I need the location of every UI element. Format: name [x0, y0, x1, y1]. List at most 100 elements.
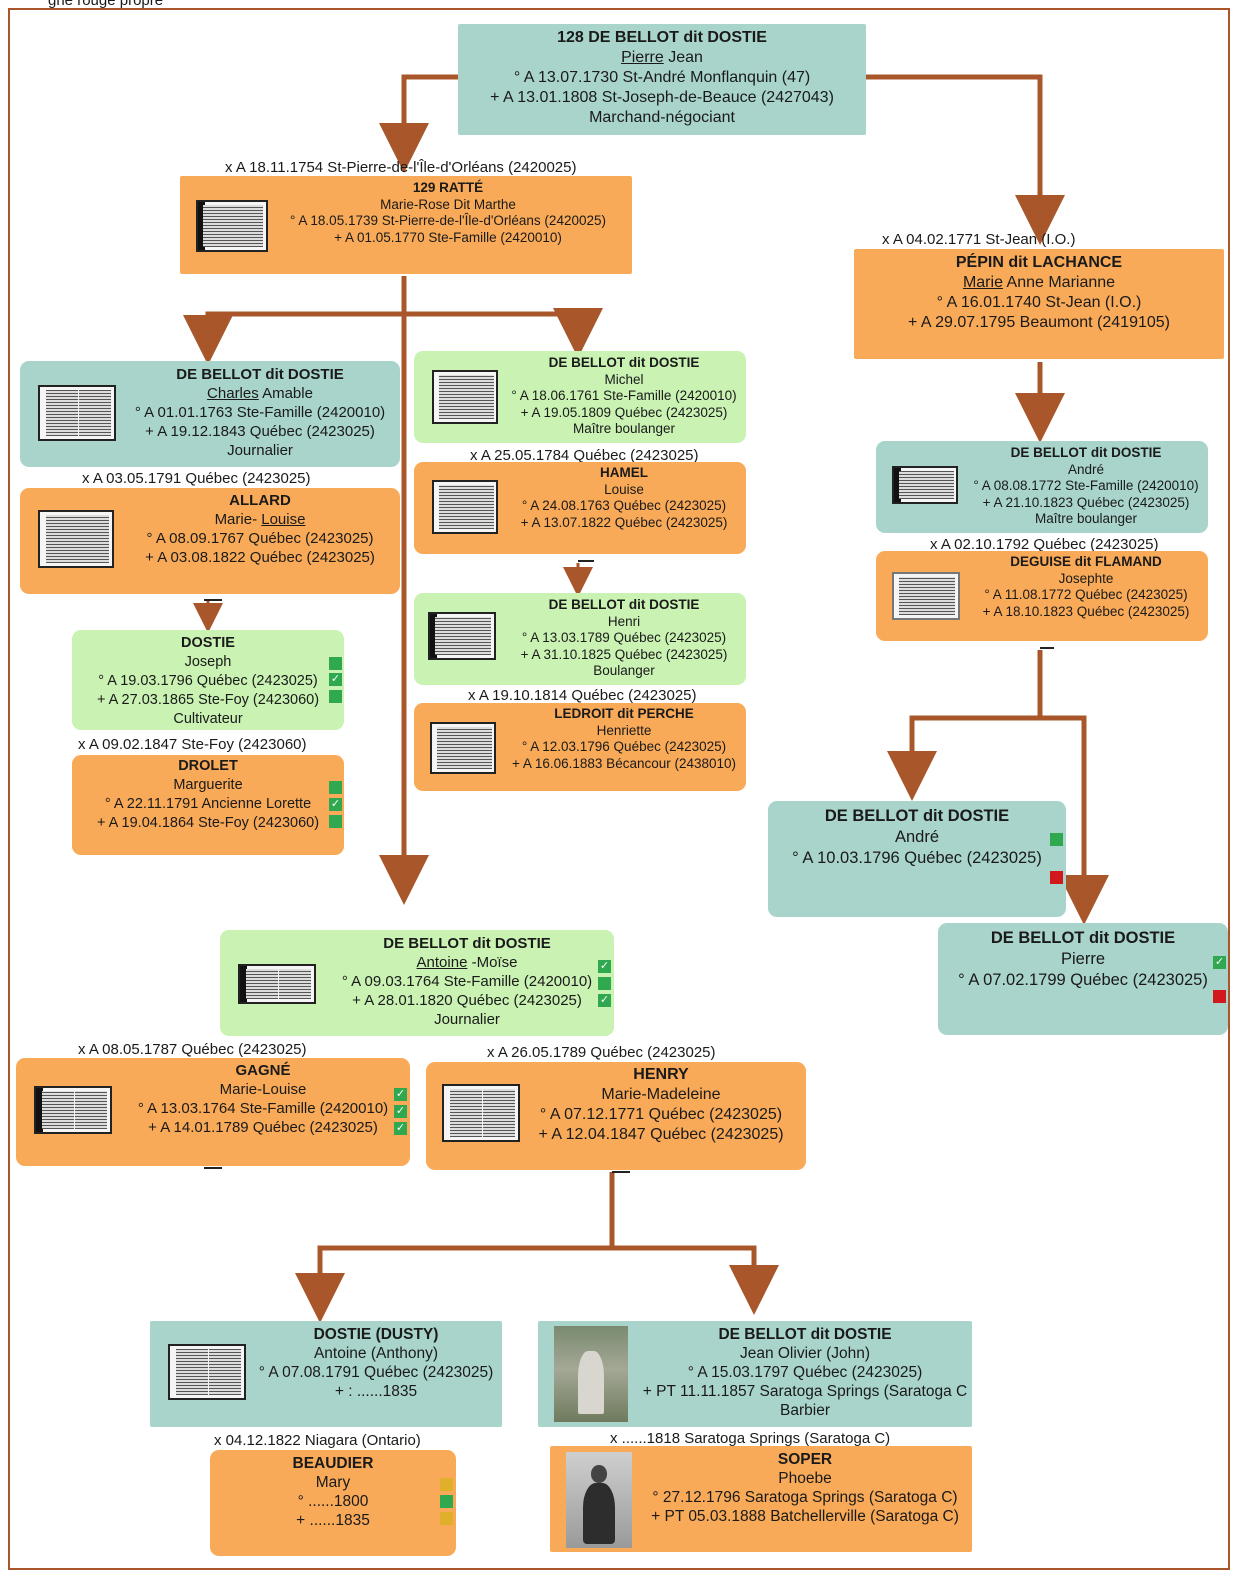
birth-line: ° A 13.03.1764 Ste-Famille (2420010) [137, 1100, 389, 1117]
marriage-label: x A 09.02.1847 Ste-Foy (2423060) [78, 736, 307, 753]
given-name: Anne Marianne [1002, 274, 1116, 291]
scanned-document-icon[interactable] [196, 200, 268, 252]
given-name: -Moïse [467, 954, 518, 971]
status-marker[interactable] [440, 1512, 453, 1525]
birth-line: ° A 08.08.1772 Ste-Famille (2420010) [973, 478, 1199, 493]
person-name: BEAUDIER [292, 1455, 374, 1472]
death-line: + A 28.01.1820 Québec (2423025) [352, 992, 582, 1009]
portrait-photo[interactable] [566, 1452, 632, 1548]
scanned-document-icon[interactable] [168, 1344, 246, 1400]
person-card-pierre-1799[interactable]: DE BELLOT dit DOSTIE Pierre ° A 07.02.17… [938, 923, 1228, 1035]
scanned-document-icon[interactable] [432, 480, 498, 534]
occupation: Maître boulanger [572, 421, 676, 436]
person-name: ALLARD [229, 492, 291, 509]
scanned-document-icon[interactable] [430, 722, 496, 774]
person-card-henry[interactable]: HENRY Marie-Madeleine ° A 07.12.1771 Qué… [426, 1062, 806, 1170]
person-name: DE BELLOT dit DOSTIE [1010, 445, 1162, 460]
person-card-pierre-128[interactable]: 128 DE BELLOT dit DOSTIE Pierre Jean ° A… [458, 24, 866, 135]
scanned-document-icon[interactable] [432, 370, 498, 424]
birth-line: ° A 12.03.1796 Québec (2423025) [521, 739, 727, 754]
death-line: + PT 11.11.1857 Saratoga Springs (Sarato… [642, 1383, 968, 1400]
check-icon[interactable]: ✓ [329, 673, 342, 686]
person-card-charles[interactable]: DE BELLOT dit DOSTIE Charles Amable ° A … [20, 361, 400, 467]
check-icon[interactable]: ✓ [598, 994, 611, 1007]
death-line: + ......1835 [296, 1512, 370, 1529]
person-card-andre-1772[interactable]: DE BELLOT dit DOSTIE André ° A 08.08.177… [876, 441, 1208, 533]
birth-line: ° A 11.08.1772 Québec (2423025) [984, 587, 1188, 602]
scanned-document-icon[interactable] [34, 1086, 112, 1134]
connector [379, 74, 458, 173]
check-icon[interactable]: ✓ [394, 1088, 407, 1101]
person-card-gagne[interactable]: GAGNÉ Marie-Louise ° A 13.03.1764 Ste-Fa… [16, 1058, 410, 1166]
marriage-label: x A 02.10.1792 Québec (2423025) [930, 536, 1159, 553]
status-marker[interactable] [329, 690, 342, 703]
marriage-label: x A 03.05.1791 Québec (2423025) [82, 470, 311, 487]
scanned-document-icon[interactable] [38, 510, 114, 568]
scanned-document-icon[interactable] [442, 1084, 520, 1142]
person-name: DROLET [178, 758, 238, 774]
status-marker[interactable] [440, 1478, 453, 1491]
occupation: Marchand-négociant [589, 109, 735, 126]
person-card-henri[interactable]: DE BELLOT dit DOSTIE Henri ° A 13.03.178… [414, 593, 746, 685]
person-name: 129 RATTÉ [412, 180, 484, 195]
status-marker[interactable] [1213, 990, 1226, 1003]
status-marker[interactable] [440, 1495, 453, 1508]
check-icon[interactable]: ✓ [394, 1122, 407, 1135]
check-icon[interactable]: ✓ [329, 798, 342, 811]
person-card-andre-1796[interactable]: DE BELLOT dit DOSTIE André ° A 10.03.179… [768, 801, 1066, 917]
given-name-primary: Louise [261, 511, 306, 528]
person-name: DE BELLOT dit DOSTIE [548, 597, 700, 612]
scanned-document-icon[interactable] [892, 466, 958, 504]
check-icon[interactable]: ✓ [394, 1105, 407, 1118]
status-marker[interactable] [598, 977, 611, 990]
connector [866, 74, 1065, 245]
birth-line: ° A 15.03.1797 Québec (2423025) [687, 1364, 923, 1381]
given-name-primary: Antoine [416, 954, 468, 971]
status-marker[interactable] [1050, 871, 1063, 884]
given-name: Marguerite [173, 777, 243, 793]
birth-line: ° A 09.03.1764 Ste-Famille (2420010) [341, 973, 593, 990]
gravestone-photo[interactable] [554, 1326, 628, 1422]
birth-line: ° A 07.02.1799 Québec (2423025) [958, 971, 1208, 989]
given-name: Marie-Louise [219, 1081, 307, 1098]
birth-line: ° A 24.08.1763 Québec (2423025) [521, 498, 727, 513]
marriage-label: x 04.12.1822 Niagara (Ontario) [214, 1432, 421, 1449]
status-marker[interactable] [329, 781, 342, 794]
given-name: Jean Olivier (John) [739, 1345, 871, 1362]
person-name: DOSTIE (DUSTY) [313, 1326, 439, 1343]
person-card-pepin[interactable]: PÉPIN dit LACHANCE Marie Anne Marianne °… [854, 249, 1224, 359]
connector [612, 1245, 779, 1315]
person-name: DEGUISE dit FLAMAND [1010, 554, 1162, 569]
person-card-beaudier[interactable]: BEAUDIER Mary ° ......1800 + ......1835 [210, 1450, 456, 1556]
page-border [8, 8, 1230, 1570]
check-icon[interactable]: ✓ [598, 960, 611, 973]
scanned-document-icon[interactable] [238, 964, 316, 1004]
death-line: + A 19.04.1864 Ste-Foy (2423060) [96, 815, 320, 831]
person-name: HAMEL [600, 465, 648, 480]
death-line: + A 19.12.1843 Québec (2423025) [145, 423, 375, 440]
person-card-ratte-129[interactable]: 129 RATTÉ Marie-Rose Dit Marthe ° A 18.0… [180, 176, 632, 274]
death-line: + A 27.03.1865 Ste-Foy (2423060) [96, 692, 320, 708]
scanned-document-icon[interactable] [892, 572, 960, 620]
given-name: Jean [663, 49, 703, 66]
given-name-primary: Charles [207, 385, 259, 402]
given-name: Phoebe [778, 1470, 832, 1487]
status-marker[interactable] [1050, 833, 1063, 846]
birth-line: ° 27.12.1796 Saratoga Springs (Saratoga … [652, 1489, 958, 1506]
status-marker[interactable] [329, 815, 342, 828]
person-card-drolet[interactable]: DROLET Marguerite ° A 22.11.1791 Ancienn… [72, 755, 344, 855]
scanned-document-icon[interactable] [38, 385, 116, 441]
person-name: DE BELLOT dit DOSTIE [824, 807, 1010, 825]
status-marker[interactable] [329, 657, 342, 670]
person-name: GAGNÉ [235, 1062, 291, 1079]
birth-line: ° A 01.01.1763 Ste-Famille (2420010) [134, 404, 386, 421]
person-card-joseph[interactable]: DOSTIE Joseph ° A 19.03.1796 Québec (242… [72, 630, 344, 730]
scanned-document-icon[interactable] [428, 612, 496, 660]
check-icon[interactable]: ✓ [1213, 956, 1226, 969]
occupation: Cultivateur [173, 711, 243, 727]
death-line: + A 13.07.1822 Québec (2423025) [520, 514, 728, 530]
birth-line: ° A 18.05.1739 St-Pierre-de-l'Île-d'Orlé… [290, 213, 606, 228]
person-name: DE BELLOT dit DOSTIE [990, 929, 1176, 947]
marriage-label: x A 19.10.1814 Québec (2423025) [468, 687, 697, 704]
